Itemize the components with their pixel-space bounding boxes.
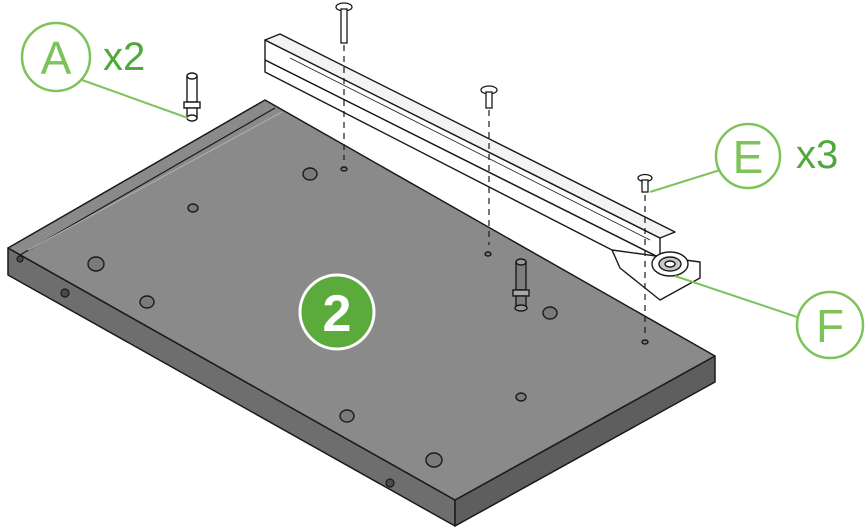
hole xyxy=(641,339,649,345)
callout-f-circle xyxy=(795,290,865,360)
step-badge: 2 xyxy=(298,273,376,351)
hole xyxy=(425,452,443,468)
hole xyxy=(302,167,318,181)
hole xyxy=(187,203,199,213)
callout-a-circle xyxy=(20,21,92,93)
dowel-icon xyxy=(512,258,530,312)
guide-lines xyxy=(343,45,646,335)
callout-f: F xyxy=(674,275,865,360)
callout-e-circle xyxy=(714,122,782,190)
edge-holes xyxy=(16,255,395,488)
hole xyxy=(484,251,492,257)
callout-a: A x2 xyxy=(20,21,189,119)
callout-e-quantity: x3 xyxy=(796,133,838,177)
hole xyxy=(515,392,527,402)
hole xyxy=(542,306,558,320)
caster-wheel-icon xyxy=(651,251,689,277)
callout-a-quantity: x2 xyxy=(103,35,145,79)
hole xyxy=(340,166,348,172)
hole xyxy=(87,256,105,272)
step-badge-circle xyxy=(298,273,376,351)
callout-e: E x3 xyxy=(649,122,838,193)
dowel-icon xyxy=(183,72,201,122)
panel-groove xyxy=(19,107,276,256)
hole xyxy=(139,295,155,309)
panel-holes xyxy=(87,166,649,468)
hole xyxy=(339,409,355,423)
edge-hole xyxy=(385,478,395,488)
callout-a-letter: A xyxy=(41,32,72,84)
rail-bracket-icon xyxy=(264,33,701,301)
edge-hole xyxy=(60,288,70,298)
edge-hole xyxy=(16,255,24,263)
screw-icon xyxy=(480,85,498,109)
callout-f-letter: F xyxy=(816,300,844,352)
callout-e-letter: E xyxy=(733,131,764,183)
step-number: 2 xyxy=(323,285,352,343)
screw-icon xyxy=(637,173,653,193)
screw-icon xyxy=(335,2,353,44)
